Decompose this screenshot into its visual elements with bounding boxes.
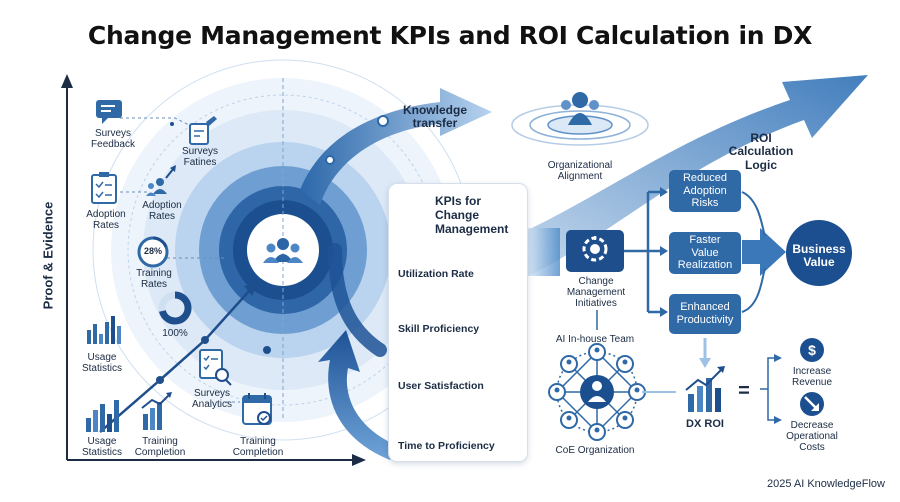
kpi-panel: [388, 183, 528, 462]
donut-icon: [158, 291, 192, 325]
label-adoption-rates-2: Adoption Rates: [142, 200, 182, 223]
page-title: Change Management KPIs and ROI Calculati…: [87, 21, 813, 50]
svg-text:$: $: [808, 342, 816, 358]
label-org-alignment: Organizational Alignment: [547, 160, 613, 183]
equals-sign: =: [738, 380, 750, 402]
kpi-row-utilization: Utilization Rate: [398, 268, 474, 280]
label-training-completion-2: Training Completion: [232, 436, 284, 459]
change-initiatives-icon: [566, 230, 624, 272]
outcome-reduced-risks: Reduced Adoption Risks: [669, 170, 741, 212]
completion-chart-icon: [141, 392, 172, 430]
label-training-rates: Training Rates: [136, 268, 172, 291]
coe-nodes: [548, 343, 646, 441]
label-knowledge-transfer: Knowledge transfer: [402, 103, 467, 131]
decrease-arrow-icon: [800, 392, 824, 416]
team-icon: [263, 238, 303, 263]
training-gauge-icon: [137, 236, 169, 268]
outcome-faster-value: Faster Value Realization: [669, 232, 741, 274]
outcome-enhanced-productivity: Enhanced Productivity: [669, 294, 741, 334]
training-gauge-value: 28%: [143, 246, 162, 256]
adoption-group-icon: [146, 165, 176, 196]
result-increase-revenue: Increase Revenue: [791, 366, 833, 389]
label-dx-roi: DX ROI: [686, 418, 724, 430]
calendar-check-icon: [242, 393, 272, 425]
label-training-completion-1: Training Completion: [134, 436, 186, 459]
label-ai-team: AI In-house Team: [555, 334, 635, 345]
label-usage-statistics-1: Usage Statistics: [81, 352, 122, 375]
result-decrease-costs: Decrease Operational Costs: [786, 420, 838, 454]
survey-pencil-icon: [189, 116, 217, 145]
full-gauge-value: 100%: [162, 328, 188, 339]
dx-roi-chart-icon: [685, 366, 725, 412]
label-coe: CoE Organization: [555, 445, 635, 456]
alignment-target-icon: [511, 92, 649, 146]
label-business-value: Business Value: [792, 242, 846, 270]
footer-credit: 2025 AI KnowledgeFlow: [766, 478, 885, 490]
usage-bars-icon: [87, 316, 121, 344]
label-usage-statistics-2: Usage Statistics: [81, 436, 122, 459]
kpi-row-satisfaction: User Satisfaction: [398, 380, 484, 392]
label-surveys-feedback: Surveys Feedback: [91, 128, 135, 151]
feedback-icon: [96, 100, 122, 124]
survey-analytics-icon: [199, 349, 232, 386]
kpi-panel-title: KPIs for Change Management: [435, 194, 509, 236]
kpi-row-time: Time to Proficiency: [398, 440, 495, 452]
label-adoption-rates-1: Adoption Rates: [86, 209, 126, 232]
label-surveys-fatines: Surveys Fatines: [181, 146, 219, 169]
label-roi-logic: ROI Calculation Logic: [728, 131, 794, 172]
dollar-icon: $: [800, 338, 824, 362]
kpi-row-skill: Skill Proficiency: [398, 323, 480, 335]
label-surveys-analytics: Surveys Analytics: [191, 388, 232, 411]
label-change-initiatives: Change Management Initiatives: [566, 276, 626, 310]
usage-bars-icon-2: [86, 400, 119, 432]
y-axis-label: Proof & Evidence: [40, 201, 56, 310]
checklist-icon: [91, 172, 117, 204]
